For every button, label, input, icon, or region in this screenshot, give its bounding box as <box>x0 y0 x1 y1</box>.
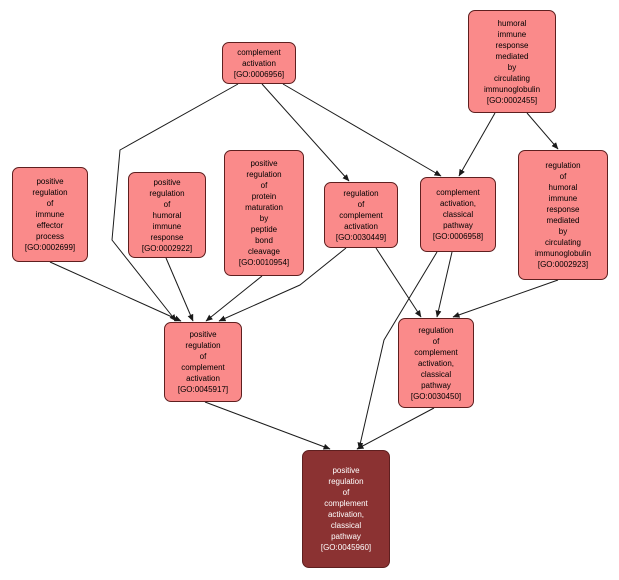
go-node-GO:0002455[interactable]: humoral immune response mediated by circ… <box>468 10 556 113</box>
edge-GO:0002455-to-GO:0002923 <box>526 112 559 150</box>
go-node-label: positive regulation of complement activa… <box>320 466 372 552</box>
go-node-GO:0002922[interactable]: positive regulation of humoral immune re… <box>128 172 206 258</box>
go-node-label: positive regulation of immune effector p… <box>24 177 76 252</box>
go-node-label: regulation of humoral immune response me… <box>534 161 592 269</box>
edge-GO:0006956-to-GO:0030449 <box>261 83 350 182</box>
go-node-label: complement activation [GO:0006956] <box>233 47 285 79</box>
edge-GO:0010954-to-GO:0045917 <box>205 275 263 322</box>
go-node-GO:0010954[interactable]: positive regulation of protein maturatio… <box>224 150 304 276</box>
go-node-label: positive regulation of complement activa… <box>177 330 229 394</box>
edge-GO:0030449-to-GO:0045917 <box>218 247 347 322</box>
go-node-GO:0045917[interactable]: positive regulation of complement activa… <box>164 322 242 402</box>
edge-GO:0006958-to-GO:0045960 <box>357 251 438 450</box>
go-node-GO:0045960[interactable]: positive regulation of complement activa… <box>302 450 390 568</box>
go-node-label: regulation of complement activation, cla… <box>410 325 462 401</box>
go-node-GO:0006956[interactable]: complement activation [GO:0006956] <box>222 42 296 84</box>
go-node-GO:0030449[interactable]: regulation of complement activation [GO:… <box>324 182 398 248</box>
edge-GO:0002455-to-GO:0006958 <box>458 112 496 177</box>
edge-GO:0030450-to-GO:0045960 <box>356 407 435 450</box>
edge-GO:0002922-to-GO:0045917 <box>165 257 194 322</box>
go-node-label: humoral immune response mediated by circ… <box>483 18 541 105</box>
go-node-label: positive regulation of humoral immune re… <box>141 177 193 253</box>
go-node-label: complement activation, classical pathway… <box>432 188 484 241</box>
go-node-GO:0002699[interactable]: positive regulation of immune effector p… <box>12 167 88 262</box>
edge-GO:0006956-to-GO:0045917 <box>111 83 239 322</box>
edge-GO:0002699-to-GO:0045917 <box>49 261 182 322</box>
edge-GO:0006956-to-GO:0006958 <box>282 83 442 177</box>
go-node-label: regulation of complement activation [GO:… <box>335 188 387 242</box>
edge-GO:0006958-to-GO:0030450 <box>435 251 453 318</box>
edge-GO:0045917-to-GO:0045960 <box>204 401 331 450</box>
edge-GO:0030449-to-GO:0030450 <box>375 247 422 318</box>
go-node-label: positive regulation of protein maturatio… <box>238 159 290 267</box>
go-node-GO:0002923[interactable]: regulation of humoral immune response me… <box>518 150 608 280</box>
go-node-GO:0030450[interactable]: regulation of complement activation, cla… <box>398 318 474 408</box>
go-node-GO:0006958[interactable]: complement activation, classical pathway… <box>420 177 496 252</box>
edge-GO:0002923-to-GO:0030450 <box>452 279 559 318</box>
